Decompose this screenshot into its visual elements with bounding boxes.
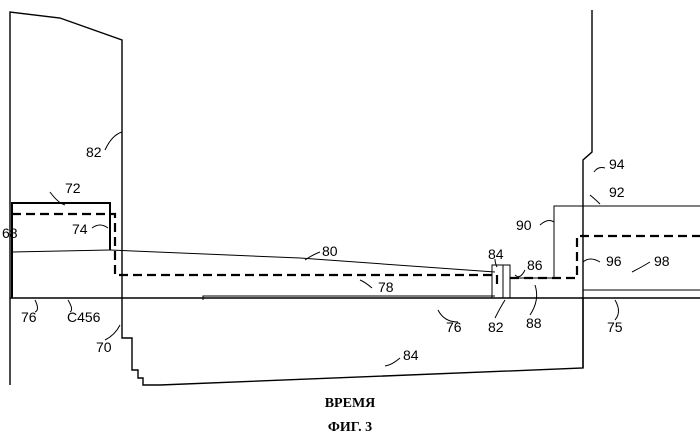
left-block — [10, 12, 122, 385]
label-70: 70 — [96, 339, 112, 355]
label-68: 68 — [2, 225, 18, 241]
element-84-box — [492, 265, 554, 298]
element-72-box — [12, 203, 110, 298]
reference-numerals: 82 72 68 74 76 C456 70 80 78 84 86 76 82… — [2, 144, 670, 363]
leader-lines — [35, 132, 650, 366]
x-axis-caption: ВРЕМЯ — [0, 396, 700, 412]
label-86: 86 — [527, 257, 543, 273]
label-80: 80 — [322, 243, 338, 259]
label-92: 92 — [609, 184, 625, 200]
figure-caption: ФИГ. 3 — [0, 420, 700, 436]
label-75: 75 — [607, 319, 623, 335]
right-structure — [554, 10, 700, 368]
label-96: 96 — [606, 253, 622, 269]
label-88: 88 — [526, 315, 542, 331]
label-c456: C456 — [67, 309, 101, 325]
label-98: 98 — [654, 253, 670, 269]
label-90: 90 — [516, 217, 532, 233]
label-84-floor: 84 — [403, 347, 419, 363]
bottom-profile — [122, 298, 583, 385]
line-80 — [110, 250, 495, 272]
label-78: 78 — [378, 279, 394, 295]
label-82-top: 82 — [86, 144, 102, 160]
label-76-left: 76 — [21, 309, 37, 325]
label-94: 94 — [609, 156, 625, 172]
label-82-bottom: 82 — [488, 319, 504, 335]
label-74: 74 — [72, 221, 88, 237]
label-72: 72 — [65, 180, 81, 196]
label-84-box: 84 — [488, 246, 504, 262]
label-76-right: 76 — [446, 319, 462, 335]
